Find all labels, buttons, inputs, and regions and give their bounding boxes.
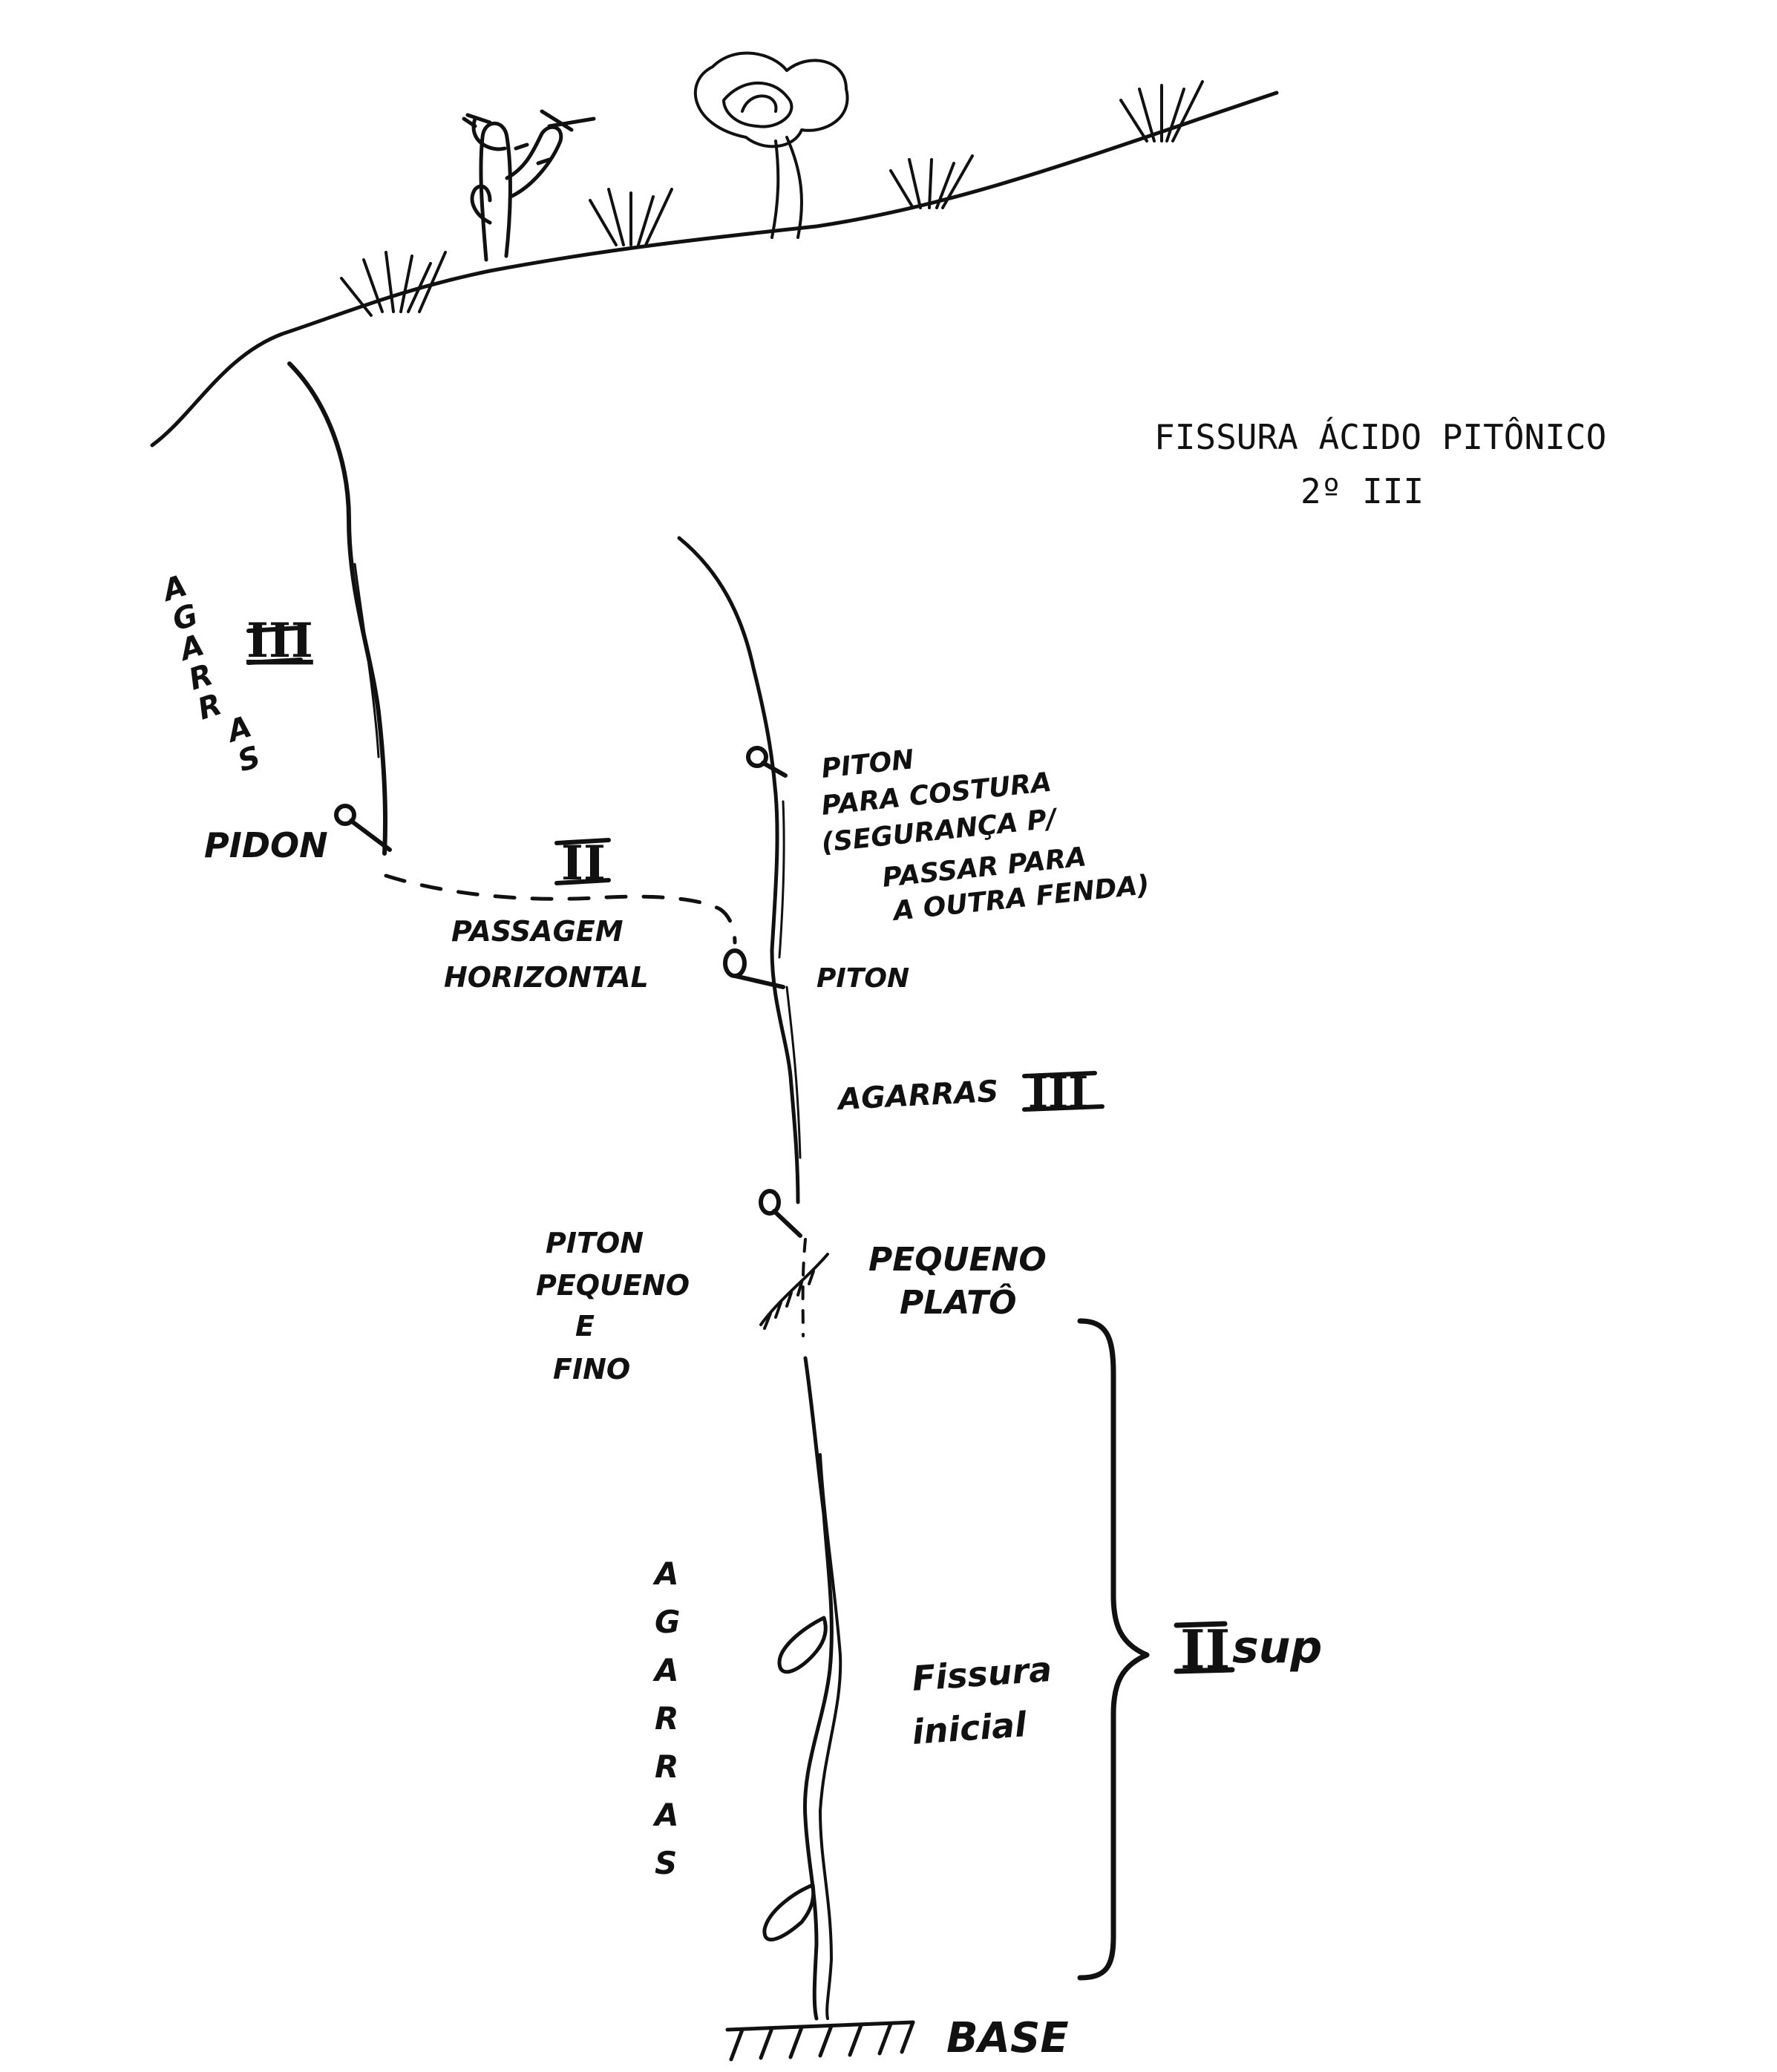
svg-text:PITON: PITON [820, 744, 916, 784]
right-crack-line [677, 536, 800, 1204]
section-brace [1077, 1318, 1150, 1981]
svg-text:S: S [655, 1845, 677, 1881]
title-line-1: FISSURA ÁCIDO PITÔNICO [1154, 416, 1606, 457]
lower-loop-icon-1 [777, 1616, 828, 1674]
svg-text:A: A [652, 1652, 679, 1688]
cactus-drawing [462, 109, 596, 262]
svg-text:R: R [655, 1700, 678, 1737]
piton-costura-icon [746, 746, 788, 778]
piton-costura-note: PITON PARA COSTURA (SEGURANÇA P/ PASSAR … [820, 744, 1151, 927]
svg-text:FINO: FINO [553, 1353, 630, 1386]
tree-drawing [693, 51, 849, 239]
piton-left-icon [334, 804, 392, 852]
svg-text:PITON: PITON [546, 1227, 644, 1259]
svg-text:G: G [655, 1604, 680, 1640]
base-label: BASE [946, 2014, 1069, 2062]
passagem-line-2: HORIZONTAL [444, 961, 649, 994]
left-crack-line [287, 361, 388, 856]
grade-lower-suffix: sup [1232, 1622, 1322, 1673]
grass-tufts [340, 80, 1204, 317]
fissura-inicial-note: Fissura inicial [911, 1649, 1053, 1752]
svg-text:PEQUENO: PEQUENO [536, 1269, 690, 1302]
lower-crack-line [802, 1356, 834, 2021]
svg-text:R: R [194, 687, 226, 727]
piton-mid-icon [723, 948, 785, 989]
svg-text:A: A [652, 1555, 679, 1592]
piton-small-icon [759, 1189, 802, 1238]
agarras-mid-label: AGARRAS [835, 1075, 999, 1117]
piton-mid-label: PITON [816, 963, 909, 994]
agarras-lower-label: A G A R R A S [652, 1555, 680, 1881]
title-line-2: 2º III [1300, 471, 1424, 511]
svg-text:A: A [652, 1797, 679, 1833]
svg-text:E: E [575, 1310, 595, 1342]
lower-loop-icon-2 [762, 1883, 816, 1942]
agarras-upper-left-label: A G A R R A S [157, 568, 264, 778]
pequeno-plato-note: PEQUENO PLATÔ [868, 1241, 1047, 1322]
small-plateau-mark [759, 1253, 829, 1330]
svg-text:PLATÔ: PLATÔ [900, 1282, 1017, 1322]
svg-text:S: S [234, 740, 265, 779]
svg-text:inicial: inicial [911, 1704, 1029, 1752]
pidon-label: PIDON [204, 825, 328, 865]
base-ground-mark [725, 2020, 915, 2062]
traverse-dashed-path [384, 873, 737, 945]
svg-text:R: R [655, 1748, 678, 1785]
passagem-line-1: PASSAGEM [451, 915, 624, 948]
summit-ground-line [150, 91, 1279, 447]
piton-pequeno-note: PITON PEQUENO E FINO [536, 1227, 690, 1386]
svg-text:PEQUENO: PEQUENO [868, 1241, 1047, 1279]
svg-text:Fissura: Fissura [911, 1649, 1053, 1699]
